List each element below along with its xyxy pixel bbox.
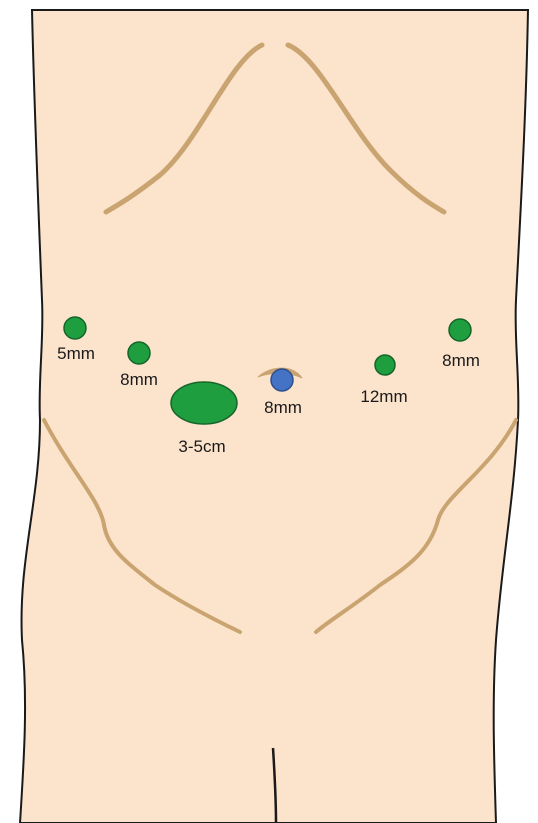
port-label-8mm-left: 8mm	[442, 351, 480, 370]
port-8mm-umbilical	[271, 369, 293, 391]
port-5mm-right-flank	[64, 317, 86, 339]
port-8mm-left-flank	[449, 319, 471, 341]
port-label-8mm-right: 8mm	[120, 370, 158, 389]
port-label-5mm: 5mm	[57, 344, 95, 363]
port-3-5cm-extraction	[171, 382, 237, 424]
port-8mm-right	[128, 342, 150, 364]
port-label-12mm: 12mm	[360, 387, 407, 406]
port-label-3-5cm: 3-5cm	[178, 437, 225, 456]
port-12mm-left	[375, 355, 395, 375]
port-label-8mm-umbilical: 8mm	[264, 398, 302, 417]
